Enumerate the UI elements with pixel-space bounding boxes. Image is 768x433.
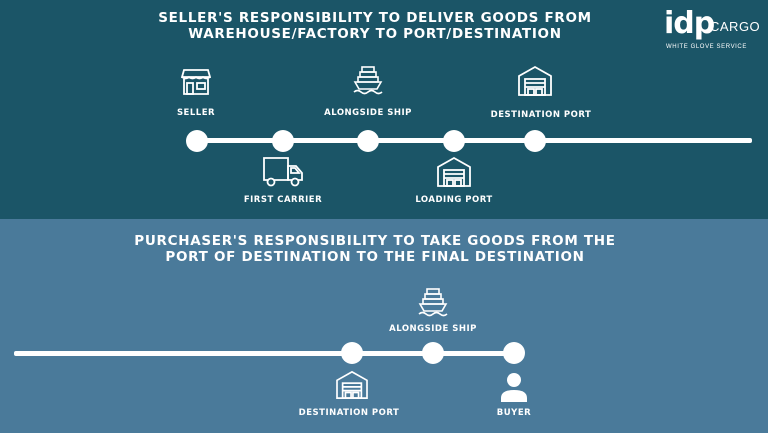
- timeline-node-loading-port: [443, 130, 465, 152]
- step-label-loading-port: LOADING PORT: [415, 195, 493, 205]
- ship-icon: [352, 64, 384, 96]
- person-icon: [500, 372, 528, 402]
- seller-panel: SELLER'S RESPONSIBILITY TO DELIVER GOODS…: [0, 0, 768, 219]
- timeline-node-seller: [186, 130, 208, 152]
- timeline-node-alongside-ship: [422, 342, 444, 364]
- seller-title: SELLER'S RESPONSIBILITY TO DELIVER GOODS…: [158, 10, 592, 42]
- store-icon: [181, 66, 211, 96]
- step-label-destination-port: DESTINATION PORT: [490, 110, 592, 120]
- step-label-buyer: BUYER: [496, 408, 532, 418]
- timeline-node-buyer: [503, 342, 525, 364]
- logo-tagline: WHITE GLOVE SERVICE: [666, 44, 747, 50]
- timeline-node-alongside-ship: [357, 130, 379, 152]
- purchaser-title: PURCHASER'S RESPONSIBILITY TO TAKE GOODS…: [134, 233, 616, 265]
- step-label-first-carrier: FIRST CARRIER: [243, 195, 323, 205]
- purchaser-timeline-line: [14, 351, 516, 356]
- purchaser-panel: PURCHASER'S RESPONSIBILITY TO TAKE GOODS…: [0, 219, 768, 433]
- timeline-node-first-carrier: [272, 130, 294, 152]
- idp-cargo-logo: idp CARGO WHITE GLOVE SERVICE: [664, 8, 762, 56]
- timeline-node-destination-port: [341, 342, 363, 364]
- logo-mark: idp: [664, 6, 715, 41]
- logo-word: CARGO: [710, 19, 761, 34]
- warehouse-icon: [517, 65, 553, 97]
- step-label-destination-port: DESTINATION PORT: [298, 408, 400, 418]
- ship-icon: [417, 286, 449, 318]
- warehouse-icon: [335, 370, 369, 400]
- step-label-seller: SELLER: [176, 108, 216, 118]
- warehouse-icon: [436, 156, 472, 188]
- step-label-alongside-ship: ALONGSIDE SHIP: [389, 324, 477, 334]
- timeline-node-destination-port: [524, 130, 546, 152]
- truck-icon: [261, 156, 305, 188]
- seller-timeline-line: [196, 138, 752, 143]
- step-label-alongside-ship: ALONGSIDE SHIP: [324, 108, 412, 118]
